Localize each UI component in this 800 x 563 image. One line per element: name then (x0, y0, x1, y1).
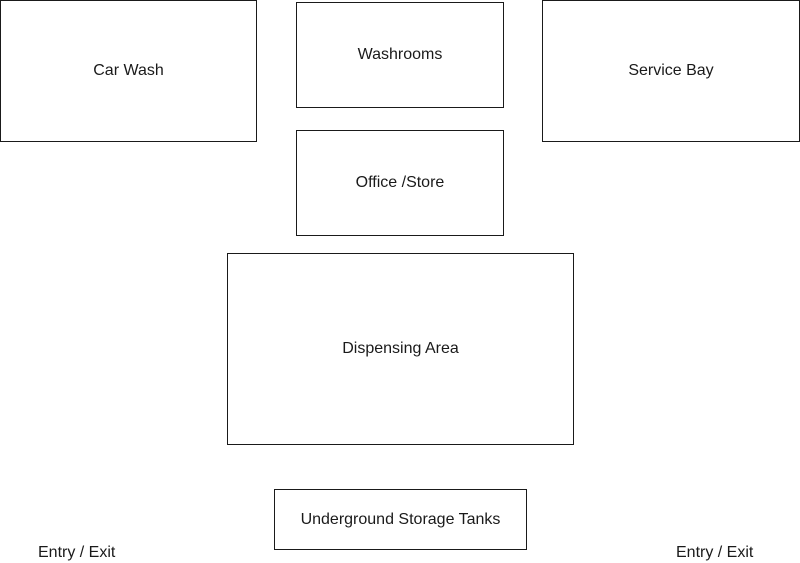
service-bay-zone: Service Bay (542, 0, 800, 142)
entry-exit-right-label: Entry / Exit (676, 544, 754, 561)
washrooms-zone: Washrooms (296, 2, 504, 108)
car-wash-zone: Car Wash (0, 0, 257, 142)
washrooms-label: Washrooms (357, 46, 443, 64)
service-bay-label: Service Bay (628, 62, 714, 80)
underground-storage-tanks-zone: Underground Storage Tanks (274, 489, 527, 550)
car-wash-label: Car Wash (93, 62, 164, 80)
underground-storage-tanks-label: Underground Storage Tanks (300, 510, 501, 528)
dispensing-area-label: Dispensing Area (342, 340, 459, 358)
office-store-zone: Office /Store (296, 130, 504, 236)
entry-exit-left-label: Entry / Exit (38, 544, 116, 561)
office-store-label: Office /Store (355, 174, 445, 192)
dispensing-area-zone: Dispensing Area (227, 253, 574, 445)
